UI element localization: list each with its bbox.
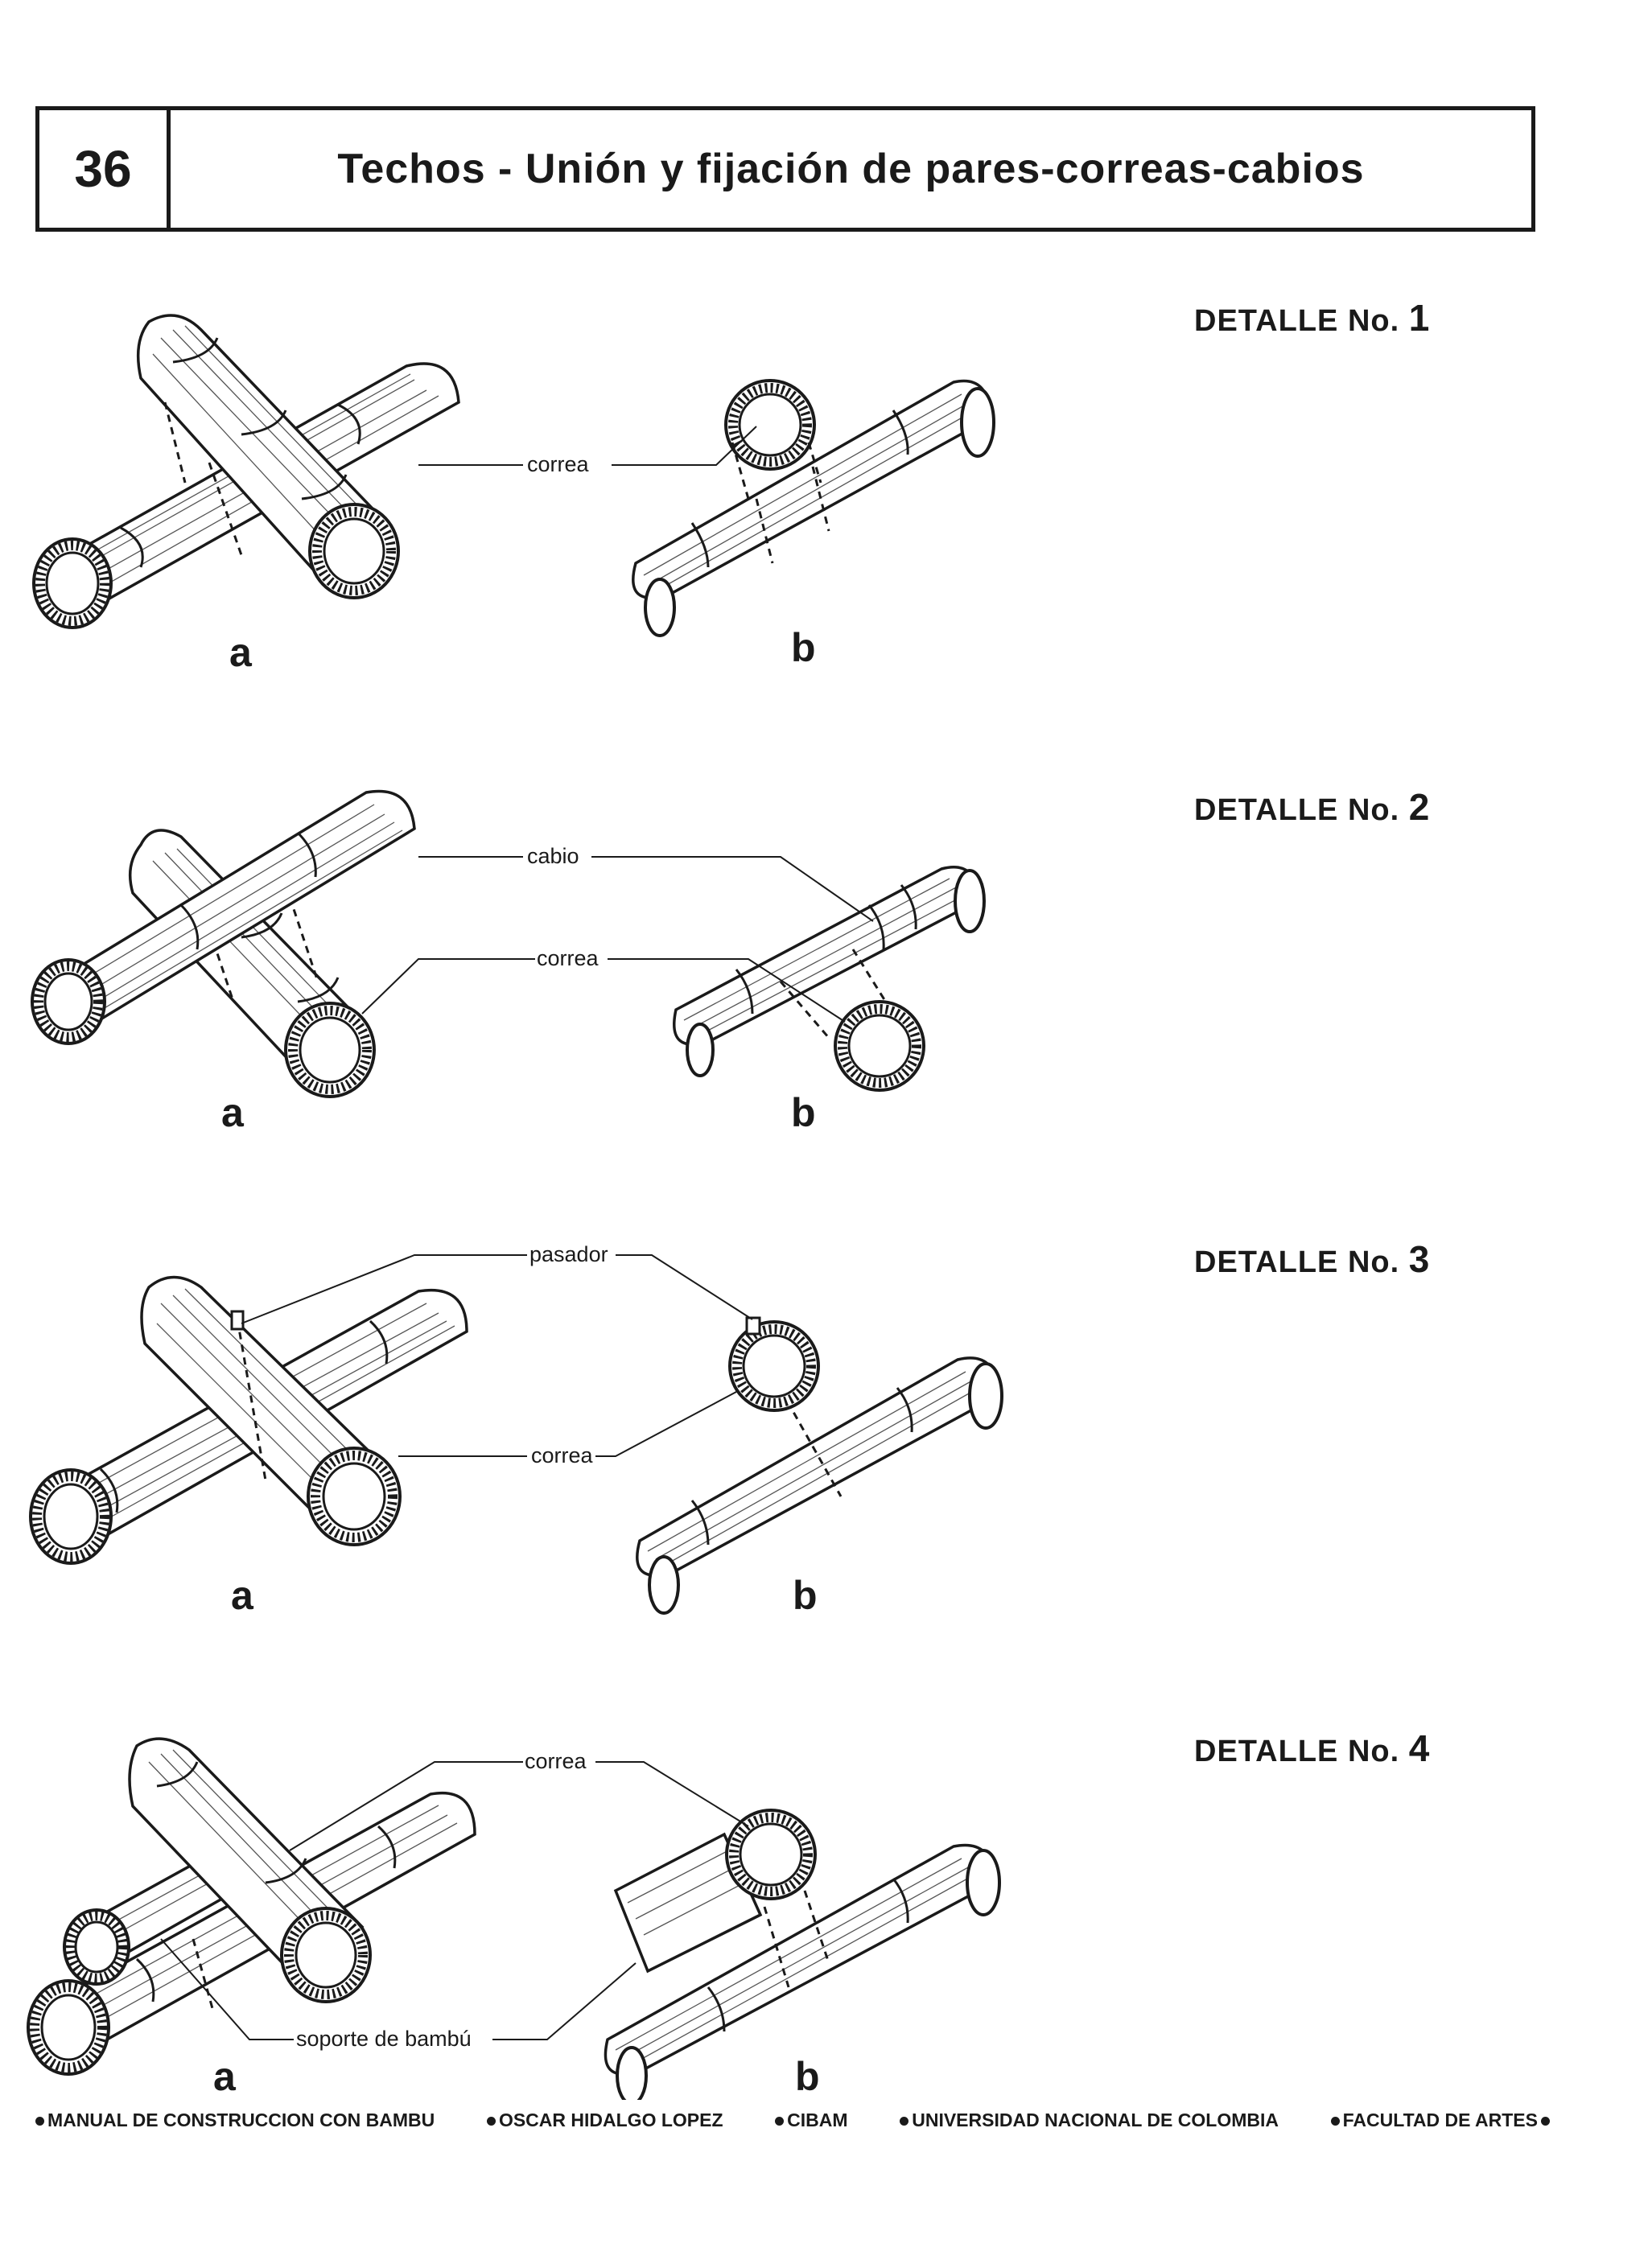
detail-label-prefix: DETALLE No. — [1194, 793, 1400, 827]
detail-3-drawing: pasador correa a b — [29, 1242, 1003, 1618]
pasador-pin — [230, 1310, 245, 1331]
detail-number: 4 — [1408, 1727, 1431, 1769]
callout-leader — [418, 856, 874, 922]
callout-correa: correa — [531, 1443, 594, 1467]
view-a-letter: a — [213, 2054, 237, 2099]
detail-3-label: DETALLE No. 3 — [1194, 1237, 1430, 1281]
correa-pole-illustration — [140, 1275, 402, 1546]
view-a-letter: a — [231, 1573, 254, 1618]
soporte-side-view — [613, 1832, 763, 1974]
detail-4-drawing: correa soporte de bambú a b — [27, 1737, 1001, 2100]
detail-number: 3 — [1408, 1238, 1431, 1280]
cabio-pole-illustration — [31, 789, 416, 1045]
detail-1-label: DETALLE No. 1 — [1194, 296, 1430, 340]
bullet-icon — [486, 2117, 496, 2126]
bamboo-pole-side-view — [632, 379, 995, 637]
correa-pole-illustration — [136, 314, 400, 599]
callout-leader — [241, 1254, 753, 1324]
callout-pasador: pasador — [529, 1242, 608, 1266]
bamboo-pole-side-view — [673, 866, 986, 1077]
view-b-letter: b — [791, 625, 816, 670]
bullet-icon — [1540, 2117, 1550, 2126]
pasador-pin — [745, 1316, 761, 1336]
footer-item: UNIVERSIDAD NACIONAL DE COLOMBIA — [896, 2110, 1279, 2131]
callout-correa: correa — [527, 452, 590, 476]
correa-cross-section — [728, 1316, 843, 1497]
footer-item: CIBAM — [772, 2110, 848, 2131]
footer-item: FACULTAD DE ARTES — [1328, 2110, 1553, 2131]
correa-cross-section — [779, 949, 925, 1092]
callout-correa: correa — [525, 1749, 587, 1773]
detail-label-prefix: DETALLE No. — [1194, 1245, 1400, 1279]
callout-cabio: cabio — [527, 844, 579, 868]
correa-cross-section — [725, 1809, 817, 1900]
page-header: 36 Techos - Unión y fijación de pares-co… — [35, 106, 1535, 232]
callout-correa: correa — [537, 946, 599, 970]
page-title: Techos - Unión y fijación de pares-corre… — [337, 146, 1365, 192]
view-b-letter: b — [793, 1573, 818, 1618]
view-b-letter: b — [791, 1090, 816, 1135]
detail-label-prefix: DETALLE No. — [1194, 304, 1400, 338]
footer-item: MANUAL DE CONSTRUCCION CON BAMBU — [32, 2110, 435, 2131]
detail-number: 1 — [1408, 297, 1431, 339]
view-a-letter: a — [221, 1090, 245, 1135]
bullet-icon — [900, 2117, 909, 2126]
correa-cross-section — [724, 379, 822, 500]
view-b-letter: b — [795, 2054, 820, 2099]
bamboo-pole-side-view — [636, 1356, 1003, 1615]
bullet-icon — [1330, 2117, 1340, 2126]
callout-leader — [418, 426, 757, 466]
page-number: 36 — [39, 110, 171, 228]
detail-4-label: DETALLE No. 4 — [1194, 1727, 1430, 1770]
detail-label-prefix: DETALLE No. — [1194, 1735, 1400, 1768]
callout-leader — [289, 1761, 749, 1851]
detail-2-drawing: cabio correa a b — [31, 789, 986, 1135]
detail-number: 2 — [1408, 786, 1431, 828]
detail-1-drawing: correa a b — [32, 314, 995, 675]
detail-2-label: DETALLE No. 2 — [1194, 785, 1430, 829]
footer-item: OSCAR HIDALGO LOPEZ — [484, 2110, 723, 2131]
bamboo-pole-side-view — [604, 1843, 1001, 2100]
callout-leader — [398, 1391, 737, 1457]
callout-leader — [361, 958, 846, 1023]
bullet-icon — [35, 2117, 44, 2126]
callout-leader — [160, 1938, 637, 2040]
correa-pole-illustration — [128, 1737, 372, 2003]
page-footer: MANUAL DE CONSTRUCCION CON BAMBU OSCAR H… — [32, 2110, 1553, 2131]
correa-pole-illustration — [128, 829, 376, 1098]
view-a-letter: a — [229, 630, 253, 675]
callout-soporte-de-bambu: soporte de bambú — [296, 2027, 472, 2051]
bullet-icon — [775, 2117, 785, 2126]
